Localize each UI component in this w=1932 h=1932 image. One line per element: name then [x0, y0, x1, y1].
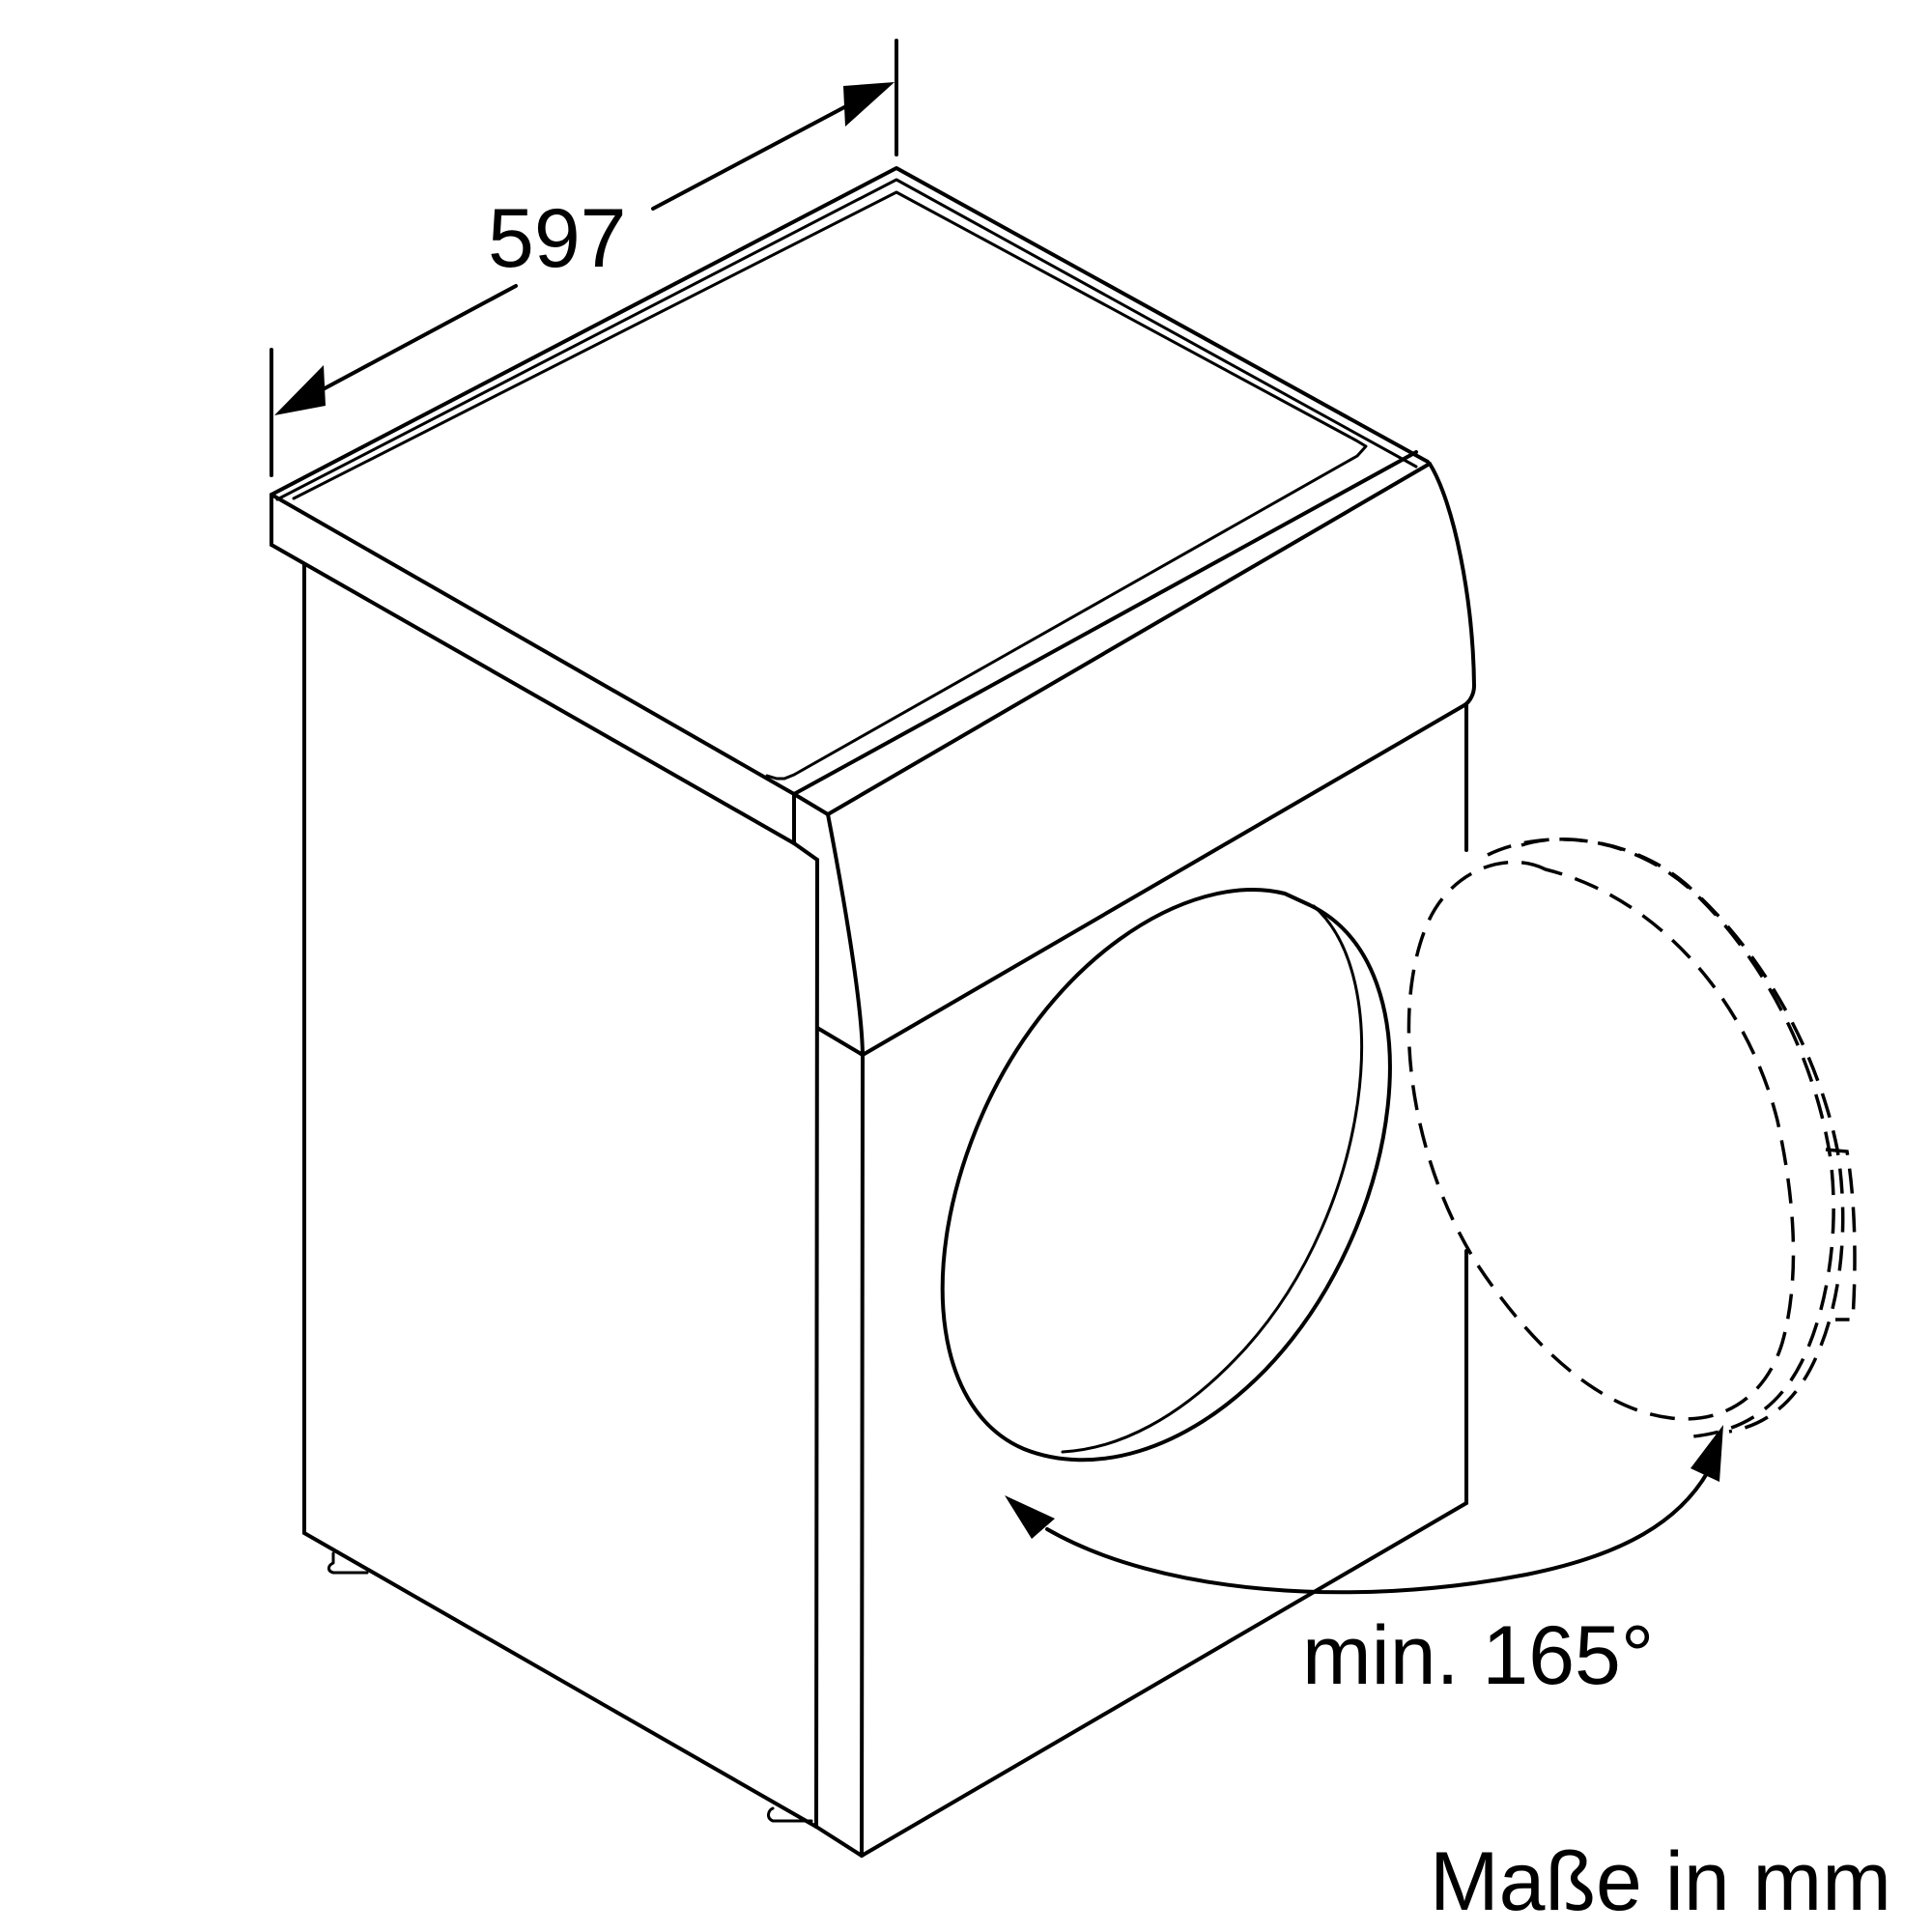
open-door-hinge-dashed — [1825, 1148, 1857, 1321]
width-dimension: 597 — [270, 39, 898, 477]
front-panel-left-curve — [826, 812, 865, 1057]
left-side-front-vertical — [814, 858, 819, 1829]
door-outer-ring — [940, 888, 1392, 1463]
body-front-left-vertical — [860, 1053, 865, 1858]
machine-body — [302, 462, 1476, 1858]
opening-angle-label: min. 165° — [1302, 1609, 1654, 1702]
top-corner-bevel — [792, 792, 830, 816]
front-panel-side-seam — [815, 1026, 865, 1057]
foot-front — [767, 1806, 813, 1823]
front-panel-right-curve — [1428, 462, 1476, 707]
open-door-outer-dashed-1 — [1520, 838, 1835, 1439]
width-dimension-line-right — [651, 104, 848, 211]
foot-left — [327, 1551, 369, 1575]
top-front-edge-left — [270, 493, 796, 796]
width-arrow-right-icon — [843, 82, 895, 127]
body-bottom-right — [860, 1501, 1468, 1858]
door-porthole — [940, 888, 1392, 1463]
width-arrow-left-icon — [274, 365, 326, 415]
door-opening-angle: min. 165° — [1005, 1425, 1723, 1702]
units-note: Maße in mm — [1430, 1835, 1891, 1928]
machine-top — [270, 166, 1432, 845]
body-bottom-left — [302, 1531, 818, 1829]
opening-angle-arc — [1045, 1466, 1712, 1595]
opening-arrow-left-icon — [1005, 1495, 1055, 1539]
door-inner-ring — [1061, 904, 1363, 1454]
open-door-outer-dashed-2 — [1487, 838, 1845, 1434]
open-door-outline — [1406, 838, 1857, 1439]
left-side-front-step — [792, 841, 819, 862]
top-outer-edge — [270, 166, 1430, 497]
opening-arrow-right-icon — [1690, 1425, 1723, 1482]
top-front-edge-right-lower — [826, 462, 1432, 816]
body-bottom-front-corner — [814, 1825, 864, 1858]
width-dimension-line-left — [312, 284, 518, 396]
top-front-edge-right — [792, 450, 1418, 796]
top-panel-inset — [292, 190, 1368, 781]
width-dimension-label: 597 — [488, 192, 627, 285]
top-inner-edge — [275, 178, 1418, 501]
open-door-inner-dashed — [1406, 860, 1796, 1421]
front-panel-bottom-edge — [861, 703, 1466, 1057]
top-front-edge-left-lower — [270, 543, 796, 845]
